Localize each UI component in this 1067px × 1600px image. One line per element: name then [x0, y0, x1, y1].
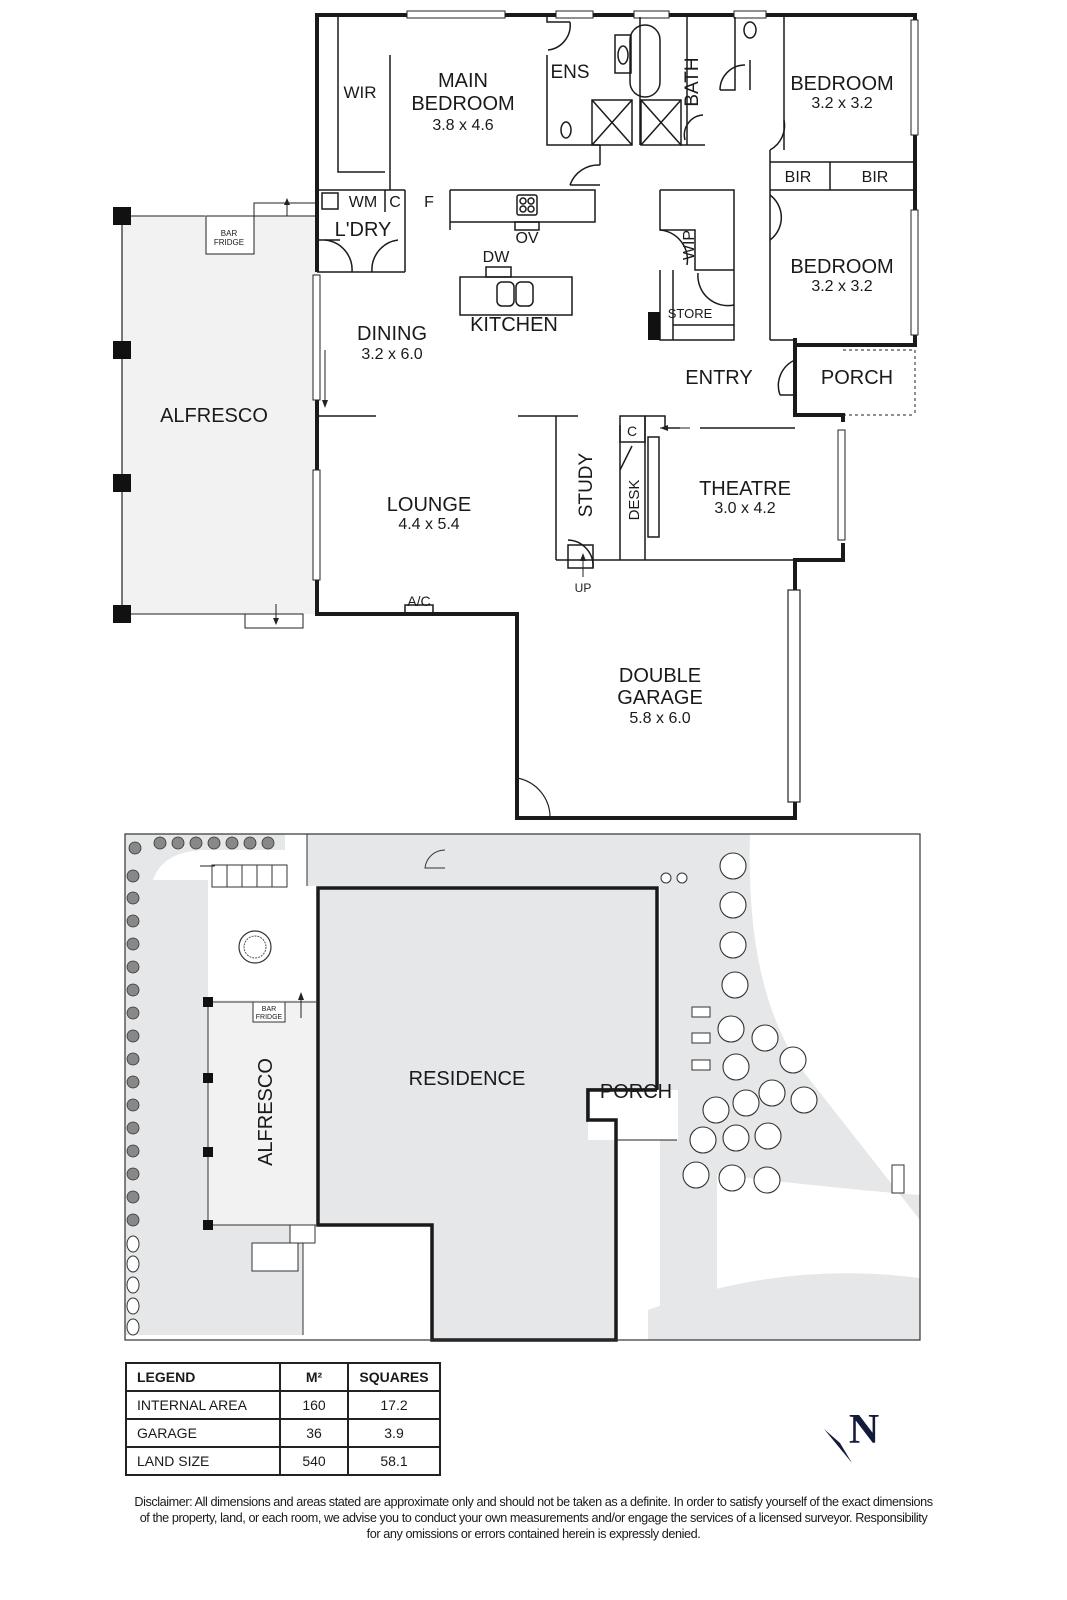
garage-dims: 5.8 x 6.0 — [629, 710, 690, 727]
residence-footprint — [316, 886, 659, 1342]
theatre-label: THEATRE — [699, 478, 791, 500]
legend-row-label: LAND SIZE — [125, 1446, 281, 1476]
garage-label-2: GARAGE — [617, 687, 703, 709]
legend-header-row: LEGEND M² SQUARES — [125, 1362, 441, 1392]
fridge-label: F — [424, 194, 434, 211]
post-icon — [113, 207, 131, 225]
lounge-label: LOUNGE — [387, 494, 471, 516]
laundry-label: L'DRY — [335, 219, 392, 241]
disclaimer-line: for any omissions or errors contained he… — [366, 1526, 701, 1541]
table-row: LAND SIZE 540 58.1 — [125, 1446, 441, 1476]
compass-label: N — [849, 1407, 879, 1453]
legend-header-squares: SQUARES — [347, 1362, 441, 1392]
legend-header-m2: M² — [279, 1362, 349, 1392]
ens-label: ENS — [550, 62, 589, 83]
theatre-dims: 3.0 x 4.2 — [714, 500, 775, 517]
oven-label: OV — [515, 230, 538, 247]
store-label: STORE — [668, 306, 713, 321]
bir1-label: BIR — [785, 169, 812, 186]
site-plan: RESIDENCE PORCH ALFRESCO BAR FRIDGE — [124, 833, 921, 1342]
dining-dims: 3.2 x 6.0 — [361, 346, 422, 363]
bedroom1-dims: 3.2 x 3.2 — [811, 95, 872, 112]
bar-fridge-label: BAR — [221, 229, 238, 238]
bedroom2-label: BEDROOM — [790, 256, 893, 278]
hedge-shrubs — [126, 836, 275, 1227]
wm-label: WM — [349, 194, 377, 211]
site-porch-label: PORCH — [600, 1081, 672, 1103]
legend-row-label: INTERNAL AREA — [125, 1390, 281, 1420]
main-bedroom-label-2: BEDROOM — [411, 93, 514, 115]
site-bar-fridge-label: BAR — [262, 1006, 276, 1013]
porch-label: PORCH — [821, 367, 893, 389]
post-icon — [113, 341, 131, 359]
entry-label: ENTRY — [685, 367, 752, 389]
residence-label: RESIDENCE — [409, 1068, 526, 1090]
main-bedroom-label: MAIN — [438, 70, 488, 92]
disclaimer-line: of the property, land, or each room, we … — [139, 1510, 928, 1525]
legend-row-squares: 58.1 — [347, 1446, 441, 1476]
bar-fridge-label-2: FRIDGE — [214, 238, 244, 247]
table-row: INTERNAL AREA 160 17.2 — [125, 1390, 441, 1420]
area-legend-table: LEGEND M² SQUARES INTERNAL AREA 160 17.2… — [125, 1362, 441, 1476]
alfresco-area — [122, 216, 317, 614]
kitchen-label: KITCHEN — [470, 314, 558, 336]
wir-label: WIR — [343, 83, 376, 102]
site-bar-fridge-label-2: FRIDGE — [256, 1014, 283, 1021]
legend-row-squares: 17.2 — [347, 1390, 441, 1420]
main-bedroom-dims: 3.8 x 4.6 — [432, 117, 493, 134]
bar-fridge — [205, 215, 255, 255]
garage-label: DOUBLE — [619, 665, 701, 687]
north-arrow-icon: N — [824, 1407, 879, 1463]
disclaimer-line: Disclaimer: All dimensions and areas sta… — [134, 1494, 933, 1509]
legend-row-m2: 540 — [279, 1446, 349, 1476]
bir2-label: BIR — [862, 169, 889, 186]
post-icon — [113, 474, 131, 492]
site-alfresco-label: ALFRESCO — [255, 1058, 277, 1166]
table-row: GARAGE 36 3.9 — [125, 1418, 441, 1448]
bedroom1-label: BEDROOM — [790, 73, 893, 95]
wip-label: WIP — [681, 230, 698, 260]
legend-row-m2: 36 — [279, 1418, 349, 1448]
legend-row-label: GARAGE — [125, 1418, 281, 1448]
bath-label: BATH — [682, 57, 703, 106]
post-icon — [113, 605, 131, 623]
laundry-c-label: C — [389, 194, 401, 211]
up-label: UP — [575, 581, 592, 595]
dishwasher-label: DW — [483, 249, 511, 266]
study-label: STUDY — [576, 452, 597, 517]
legend-header-label: LEGEND — [125, 1362, 281, 1392]
north-compass: N — [822, 1403, 892, 1465]
dining-label: DINING — [357, 323, 427, 345]
bedroom2-dims: 3.2 x 3.2 — [811, 278, 872, 295]
floor-plan: WIR MAIN BEDROOM 3.8 x 4.6 ENS BATH BEDR… — [113, 10, 919, 820]
desk-label: DESK — [626, 480, 643, 521]
ac-label: A/C — [407, 593, 430, 609]
cupboard-label: C — [627, 423, 637, 439]
legend-row-m2: 160 — [279, 1390, 349, 1420]
alfresco-label: ALFRESCO — [160, 405, 268, 427]
legend-row-squares: 3.9 — [347, 1418, 441, 1448]
disclaimer: Disclaimer: All dimensions and areas sta… — [21, 1494, 1045, 1542]
garden-trees — [682, 852, 818, 1194]
lounge-dims: 4.4 x 5.4 — [398, 516, 459, 533]
